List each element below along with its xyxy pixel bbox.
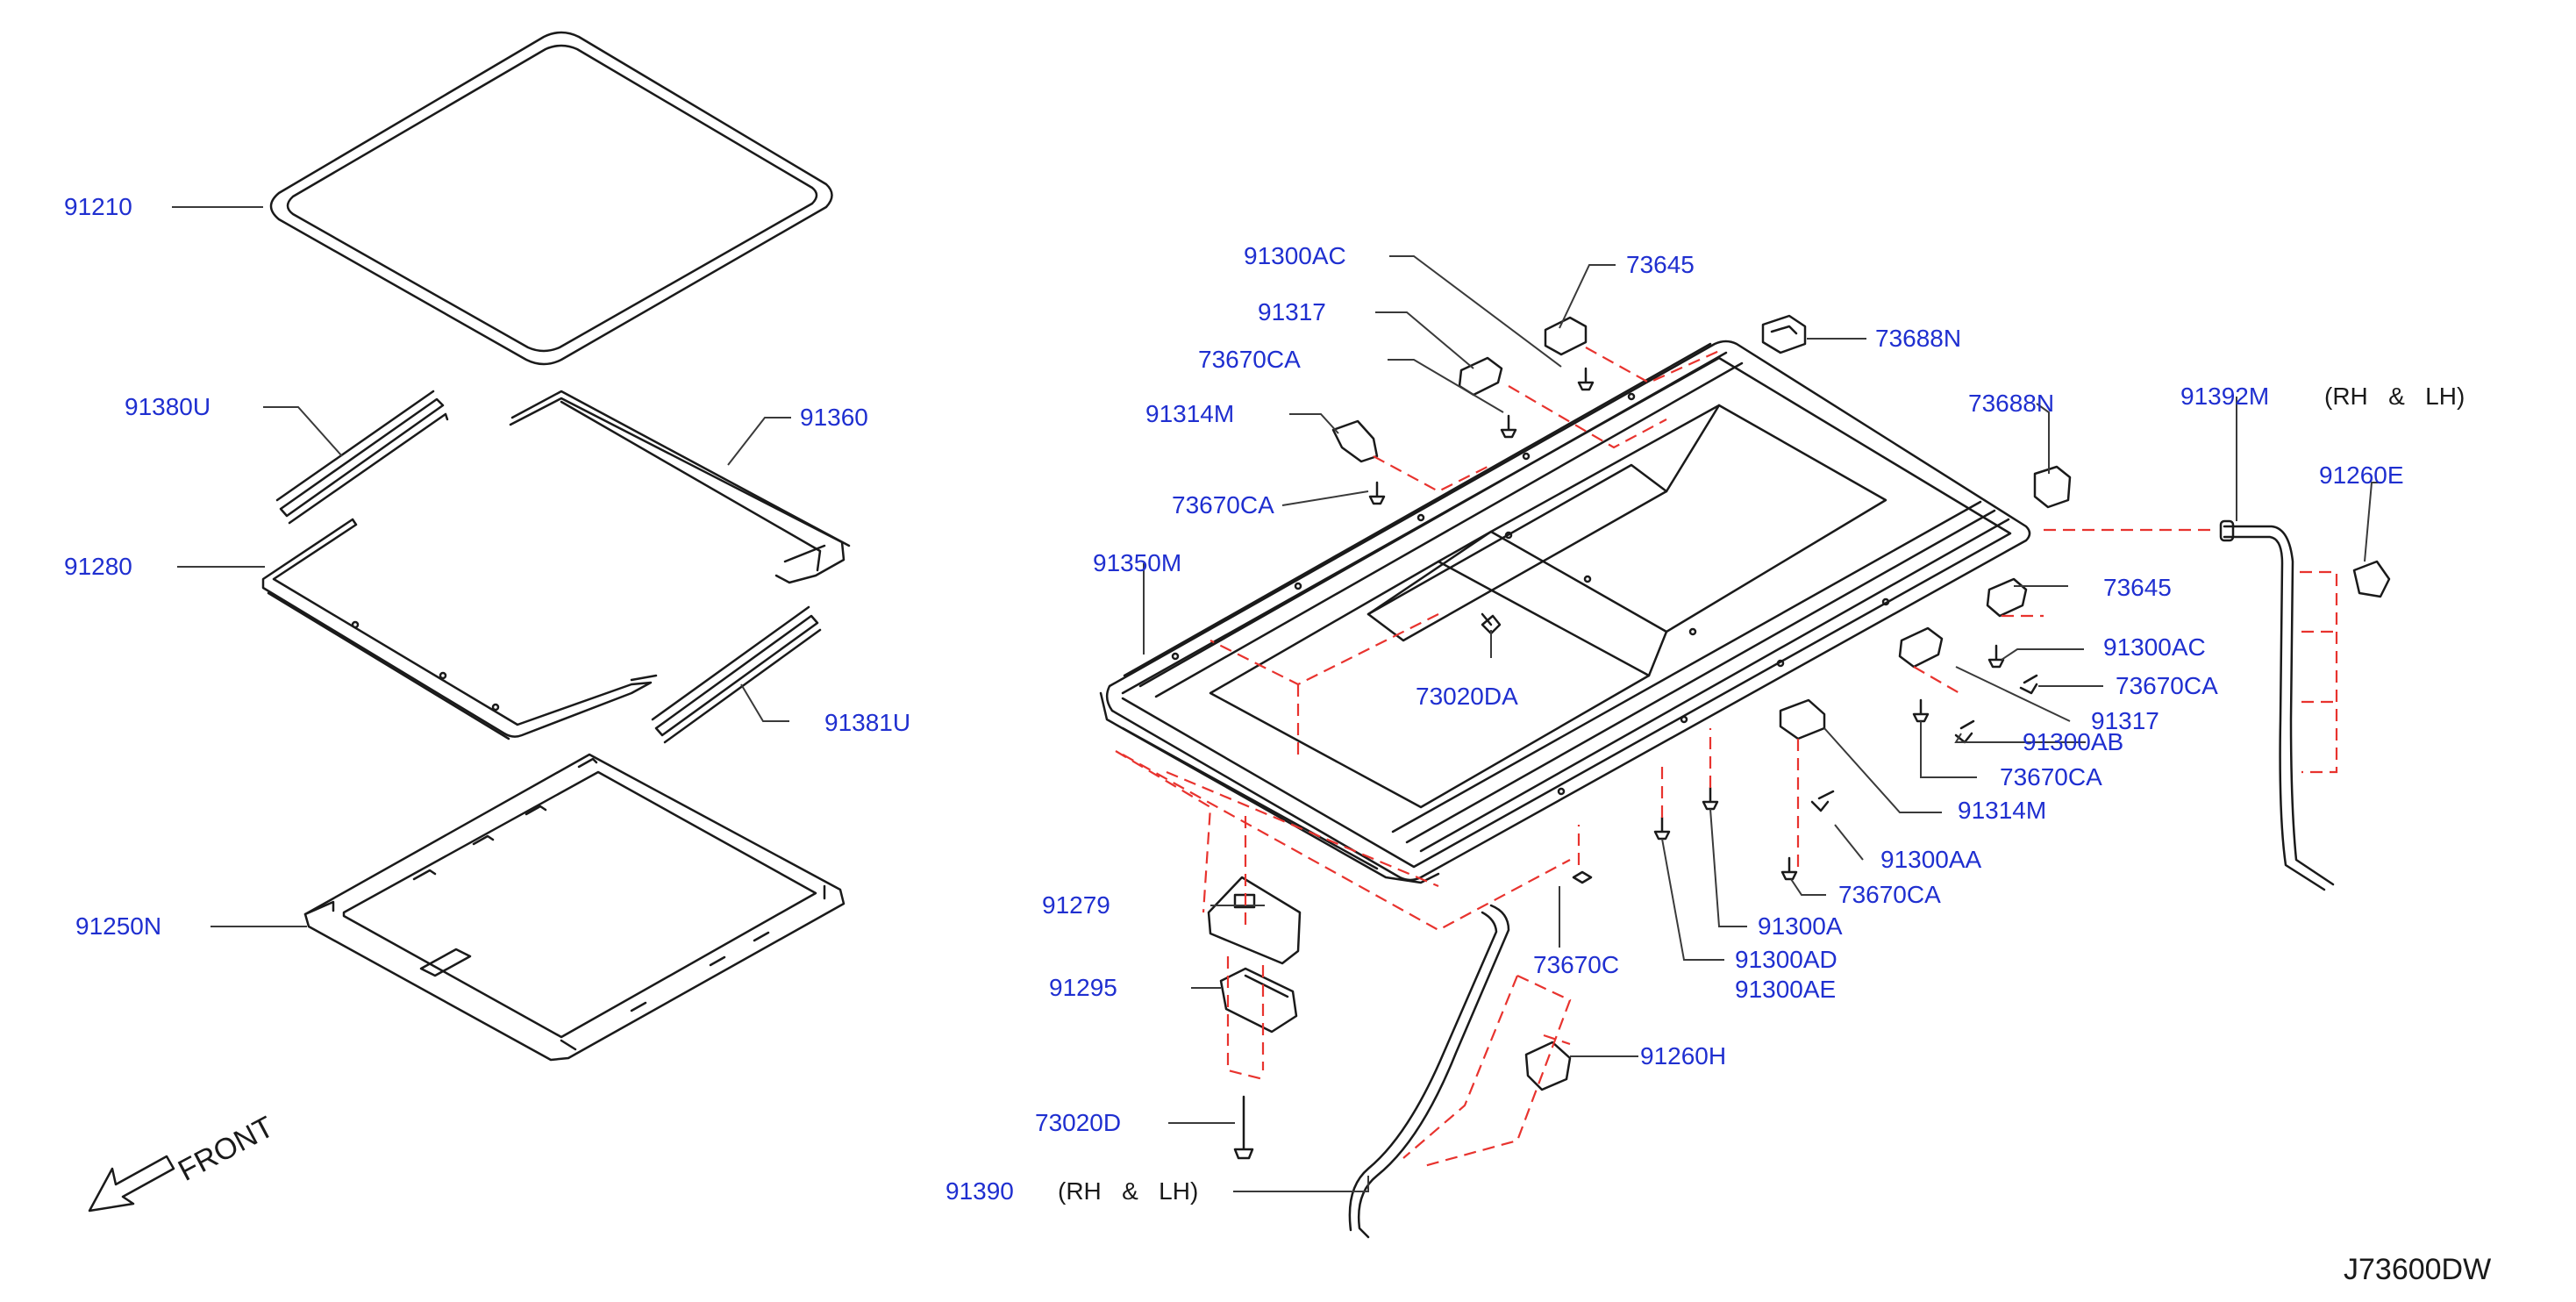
rear-weatherstrip-part [651,605,822,744]
diagram-code: J73600DW [2344,1253,2492,1286]
label-91300A[interactable]: 91300A [1758,912,1843,940]
front-arrow-icon [88,1155,175,1213]
sunroof-seal-frame-part [261,518,658,740]
label-73688N-upper[interactable]: 73688N [1875,325,1962,352]
label-91314M-lower[interactable]: 91314M [1958,797,2047,824]
sunroof-motor-part [1219,967,1298,1034]
rh-lh-note-upper: (RH & LH) [2324,383,2465,410]
label-91380U[interactable]: 91380U [125,393,211,420]
label-91317-upper[interactable]: 91317 [1258,298,1326,326]
sunroof-frame-part [1099,340,2031,884]
drain-hose-rear-part [2219,519,2335,891]
bracket-73645-lower-part [1986,577,2028,618]
label-91350M[interactable]: 91350M [1093,549,1182,576]
label-91300AA[interactable]: 91300AA [1880,846,1982,873]
label-73020DA[interactable]: 73020DA [1416,683,1518,710]
label-91260E[interactable]: 91260E [2319,461,2404,489]
label-91314M-upper[interactable]: 91314M [1145,400,1235,427]
wind-deflector-part [509,390,851,584]
label-91300AE[interactable]: 91300AE [1735,976,1837,1003]
hose-clip-91260E-part [2352,560,2391,598]
label-91390[interactable]: 91390 [945,1177,1014,1205]
label-73670CA-upper[interactable]: 73670CA [1198,346,1301,373]
label-73645-lower[interactable]: 73645 [2103,574,2172,601]
label-91300AD[interactable]: 91300AD [1735,946,1837,973]
glass-lid-part [269,31,833,366]
label-73645-upper[interactable]: 73645 [1626,251,1695,278]
drain-hose-front-part [1348,904,1510,1239]
bracket-91314M-upper-part [1331,419,1379,463]
label-91260H[interactable]: 91260H [1640,1042,1727,1070]
bracket-91314M-lower-part [1779,698,1826,740]
label-73020D[interactable]: 73020D [1035,1109,1122,1136]
sunroof-motor-bracket-part [1207,876,1302,965]
sunshade-part [303,753,846,1062]
label-73670CA-mid[interactable]: 73670CA [1172,491,1274,519]
leader-lines [172,206,2382,1192]
alignment-guide-lines [1115,347,2338,1169]
front-weatherstrip-part [275,390,449,525]
bolts [1233,367,2038,1160]
rh-lh-note-lower: (RH & LH) [1058,1177,1199,1205]
clip-73688N-lower-part [2033,465,2072,509]
label-73670CA-lower[interactable]: 73670CA [2000,763,2102,790]
label-91280[interactable]: 91280 [64,553,132,580]
bracket-91317-lower-part [1898,626,1944,669]
label-73670C[interactable]: 73670C [1533,951,1620,978]
label-91295[interactable]: 91295 [1049,974,1117,1001]
label-91210[interactable]: 91210 [64,193,132,220]
label-91381U[interactable]: 91381U [824,709,911,736]
label-91300AC-upper[interactable]: 91300AC [1244,242,1346,269]
label-73670CA-bottom[interactable]: 73670CA [1838,881,1941,908]
clip-73688N-part [1761,314,1807,354]
label-73688N-lower[interactable]: 73688N [1968,390,2055,417]
label-91392M[interactable]: 91392M [2180,383,2270,410]
label-91279[interactable]: 91279 [1042,891,1110,919]
label-91300AB[interactable]: 91300AB [2023,728,2124,755]
label-91360[interactable]: 91360 [800,404,868,431]
hose-clip-91260H-part [1524,1041,1572,1091]
label-91317-lower[interactable]: 91317 [2091,707,2159,734]
label-91250N[interactable]: 91250N [75,912,162,940]
bracket-73645-upper-part [1544,316,1588,356]
label-91300AC-lower[interactable]: 91300AC [2103,633,2206,661]
label-73670CA-right[interactable]: 73670CA [2116,672,2218,699]
